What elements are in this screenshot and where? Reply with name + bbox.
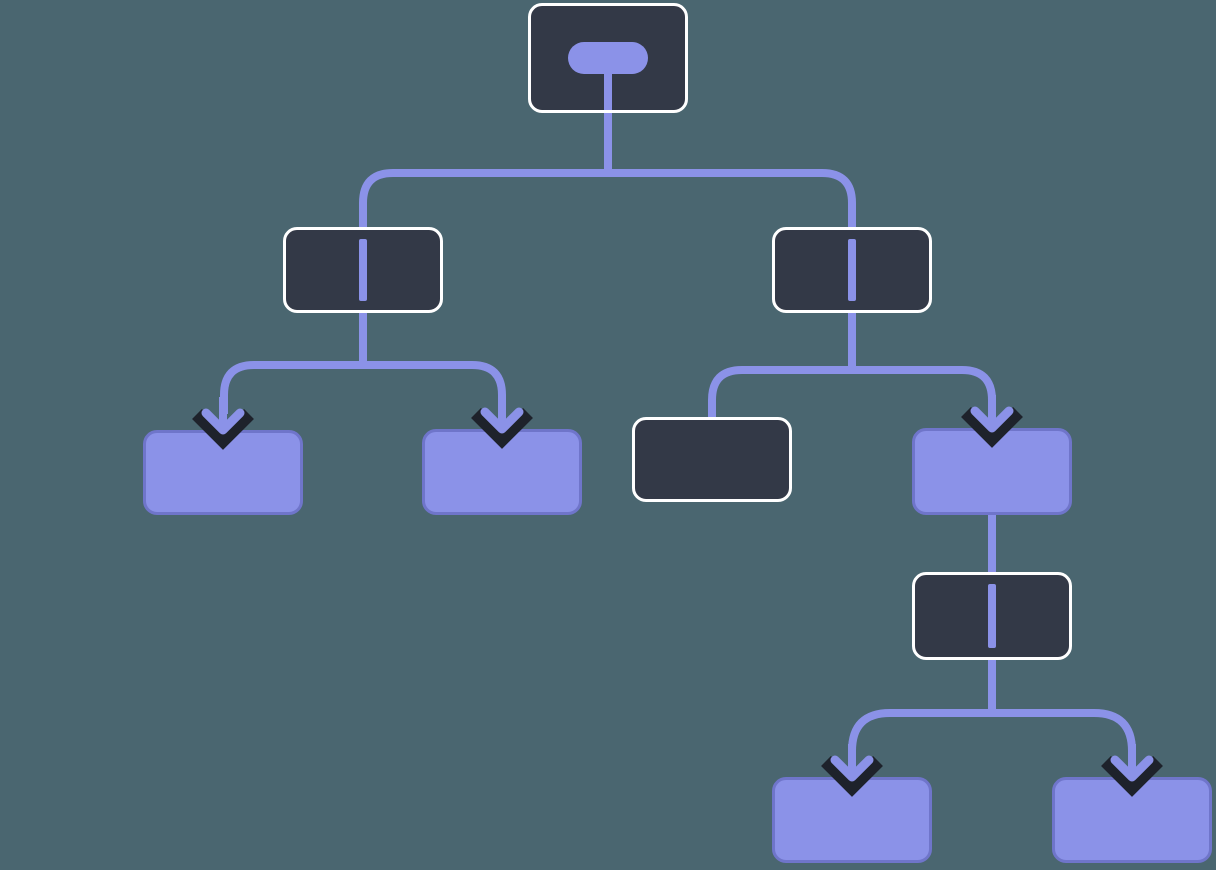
connector-branch-bottom-to-leaves <box>848 709 1136 762</box>
connector-root-to-branches <box>359 169 856 229</box>
vertical-bar-icon <box>988 584 996 648</box>
node-branch-left[interactable] <box>283 227 443 313</box>
arrow-down-icon <box>961 395 1023 448</box>
vertical-bar-icon <box>359 239 367 301</box>
arrow-down-icon <box>1101 744 1163 797</box>
arrow-down-icon <box>821 744 883 797</box>
root-pill-icon <box>568 42 648 74</box>
root-pill-stem <box>604 66 612 110</box>
node-root[interactable] <box>528 3 688 113</box>
node-branch-right[interactable] <box>772 227 932 313</box>
node-branch-bottom[interactable] <box>912 572 1072 660</box>
node-leaf-5[interactable] <box>1052 777 1212 863</box>
vertical-bar-icon <box>848 239 856 301</box>
connector-branch-left-to-leaves <box>220 361 506 414</box>
node-leaf-3[interactable] <box>632 417 792 502</box>
arrow-down-icon <box>471 396 533 449</box>
arrow-down-icon <box>192 397 254 450</box>
connector-branch-right-to-children <box>708 366 996 420</box>
